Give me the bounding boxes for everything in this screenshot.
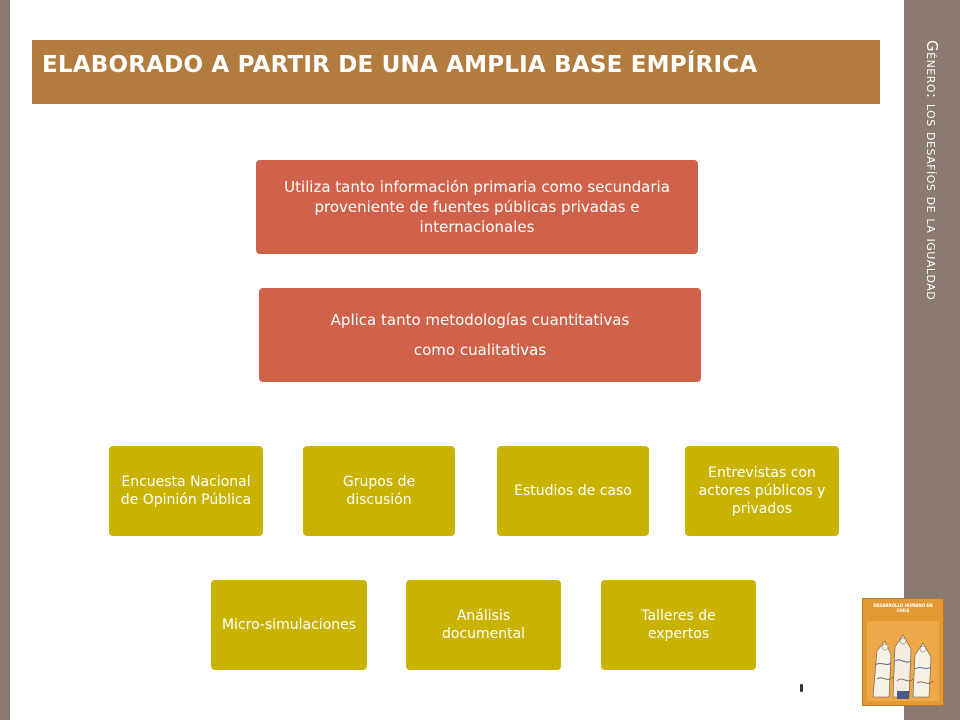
primary-info-text: Utiliza tanto información primaria como … [284, 178, 670, 236]
book-header-text: DESARROLLO HUMANO EN CHILE [873, 603, 933, 613]
source-box-talleres: Talleres de expertos [601, 580, 756, 670]
source-label: Talleres de expertos [641, 608, 716, 642]
primary-info-box: Utiliza tanto información primaria como … [256, 160, 698, 254]
slide-mark [800, 684, 803, 692]
source-label: Estudios de caso [514, 483, 632, 499]
source-label: Análisis documental [441, 608, 526, 642]
report-cover-thumbnail: DESARROLLO HUMANO EN CHILE [862, 598, 944, 706]
source-box-estudios: Estudios de caso [497, 446, 649, 536]
methodology-box: Aplica tanto metodologías cuantitativas … [259, 288, 701, 382]
methodology-text-line2: como cualitativas [413, 341, 547, 359]
cover-illustration-icon [867, 621, 939, 701]
side-title: Género: los desafíos de la igualdad [923, 40, 941, 301]
source-box-encuesta: Encuesta Nacional de Opinión Pública [109, 446, 263, 536]
source-box-analisis: Análisis documental [406, 580, 561, 670]
source-label: Encuesta Nacional de Opinión Pública [120, 474, 252, 508]
source-label: Entrevistas con actores públicos y priva… [698, 465, 826, 517]
source-box-grupos: Grupos de discusión [303, 446, 455, 536]
left-frame-strip [0, 0, 10, 720]
methodology-text-line1: Aplica tanto metodologías cuantitativas [330, 311, 630, 329]
source-box-entrevistas: Entrevistas con actores públicos y priva… [685, 446, 839, 536]
source-box-microsimulaciones: Micro-simulaciones [211, 580, 367, 670]
slide-title: ELABORADO A PARTIR DE UNA AMPLIA BASE EM… [42, 52, 758, 78]
source-label: Micro-simulaciones [221, 617, 357, 633]
title-bar: ELABORADO A PARTIR DE UNA AMPLIA BASE EM… [32, 40, 880, 104]
source-label: Grupos de discusión [342, 474, 416, 508]
